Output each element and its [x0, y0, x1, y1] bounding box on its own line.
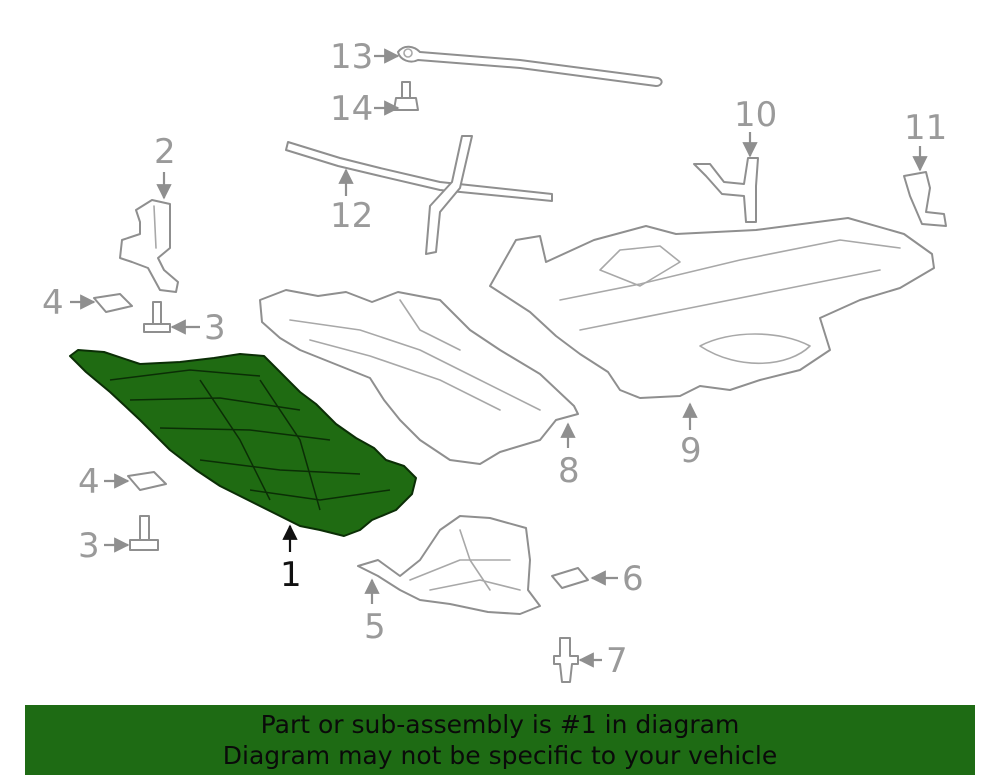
callout-13: 13 — [330, 37, 373, 77]
part-8-shield[interactable] — [259, 289, 579, 465]
part-10-bracket[interactable] — [693, 157, 759, 223]
part-4-clip-lower[interactable] — [127, 471, 167, 491]
callout-14: 14 — [330, 89, 373, 129]
part-3-screw-lower[interactable] — [129, 515, 159, 551]
leader-lines — [70, 48, 928, 668]
part-13-brace[interactable] — [397, 45, 663, 87]
notice-banner: Part or sub-assembly is #1 in diagram Di… — [25, 705, 975, 775]
callout-8: 8 — [558, 451, 580, 491]
callout-9: 9 — [680, 431, 702, 471]
part-3-screw-upper[interactable] — [143, 301, 171, 333]
parts-diagram: 1 2 3 3 4 4 5 6 7 8 9 10 11 12 13 14 — [42, 37, 947, 683]
part-5-shield[interactable] — [357, 515, 541, 615]
callout-1: 1 — [280, 555, 302, 595]
part-6-clip[interactable] — [551, 567, 589, 589]
callout-3-upper: 3 — [204, 308, 226, 348]
part-12-crossmember[interactable] — [285, 135, 553, 255]
part-14-bolt[interactable] — [393, 81, 419, 111]
banner-line-2: Diagram may not be specific to your vehi… — [222, 741, 778, 770]
callout-12: 12 — [330, 196, 373, 236]
part-11-bracket[interactable] — [903, 171, 947, 227]
callout-2: 2 — [154, 132, 176, 172]
part-2-bracket[interactable] — [119, 199, 179, 293]
callout-6: 6 — [622, 559, 644, 599]
part-7-screw[interactable] — [553, 637, 579, 683]
part-4-clip-upper[interactable] — [93, 293, 133, 313]
part-1-undertray-highlighted[interactable] — [69, 349, 417, 537]
callout-4-lower: 4 — [78, 462, 100, 502]
callout-3-lower: 3 — [78, 526, 100, 566]
callout-7: 7 — [606, 641, 628, 681]
callout-5: 5 — [364, 607, 386, 647]
callout-10: 10 — [734, 95, 777, 135]
banner-line-1: Part or sub-assembly is #1 in diagram — [260, 710, 740, 739]
part-9-undertray[interactable] — [489, 217, 935, 399]
callout-11: 11 — [904, 108, 947, 148]
callout-4-upper: 4 — [42, 283, 64, 323]
